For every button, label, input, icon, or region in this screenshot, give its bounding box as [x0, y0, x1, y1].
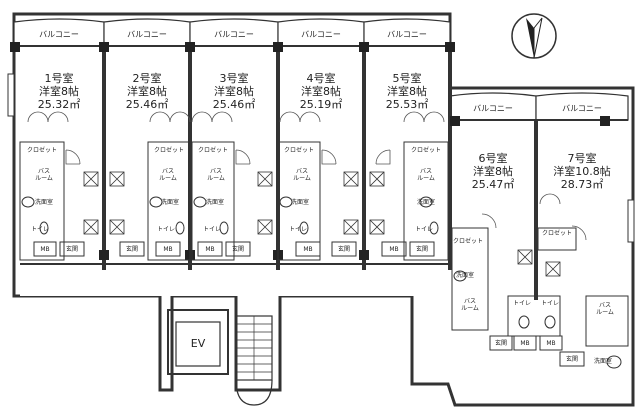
washroom-label-5: 洗面室 — [416, 199, 436, 206]
balcony-label-7: バルコニー — [562, 104, 602, 113]
mb-label-7: MB — [546, 340, 556, 347]
balcony-label-2: バルコニー — [127, 30, 167, 39]
bath-label-7: バスルーム — [596, 302, 614, 316]
closet-label-7: クロゼット — [541, 230, 573, 237]
elevator-stairs — [167, 309, 273, 406]
fixtures — [21, 196, 622, 369]
bath-label-4: バスルーム — [293, 168, 311, 182]
balcony-label-5: バルコニー — [387, 30, 427, 39]
washroom-label-3: 洗面室 — [205, 199, 225, 206]
mb-label-2: MB — [163, 246, 173, 253]
bath-label-1: バスルーム — [35, 168, 53, 182]
washroom-label-7: 洗面室 — [593, 358, 613, 365]
corridor — [20, 268, 420, 296]
bath-label-2: バスルーム — [159, 168, 177, 182]
closet-label-2: クロゼット — [153, 147, 185, 154]
bath-label-3: バスルーム — [207, 168, 225, 182]
bath-label-6: バスルーム — [461, 298, 479, 312]
toilet-label-4: トイレ — [288, 226, 308, 233]
balcony-strips — [13, 18, 629, 121]
balcony-label-3: バルコニー — [214, 30, 254, 39]
washroom-label-1: 洗面室 — [34, 199, 54, 206]
balcony-label-1: バルコニー — [39, 30, 79, 39]
toilet-label-3: トイレ — [202, 226, 222, 233]
mb-label-5: MB — [389, 246, 399, 253]
toilet-label-7: トイレ — [540, 300, 560, 307]
washroom-label-6: 洗面室 — [455, 272, 475, 279]
toilet-label-5: トイレ — [414, 226, 434, 233]
bath-label-5: バスルーム — [417, 168, 435, 182]
windows — [7, 73, 635, 243]
elevator-label: EV — [190, 337, 206, 350]
closet-label-4: クロゼット — [283, 147, 315, 154]
mb-label-4: MB — [303, 246, 313, 253]
mb-label-3: MB — [205, 246, 215, 253]
entrance-label-5: 玄関 — [415, 246, 429, 253]
balcony-label-6: バルコニー — [473, 104, 513, 113]
door-swings — [27, 111, 587, 241]
toilet-label-1: トイレ — [30, 226, 50, 233]
washroom-label-4: 洗面室 — [290, 199, 310, 206]
entrance-label-2: 玄関 — [125, 246, 139, 253]
entrance-label-3: 玄関 — [231, 246, 245, 253]
closet-label-1: クロゼット — [26, 147, 58, 154]
closet-label-3: クロゼット — [197, 147, 229, 154]
closet-label-5: クロゼット — [410, 147, 442, 154]
balcony-label-4: バルコニー — [301, 30, 341, 39]
closet-label-6: クロゼット — [452, 238, 484, 245]
toilet-label-2: トイレ — [156, 226, 176, 233]
entry-row — [33, 241, 585, 367]
pipe-shafts — [83, 171, 561, 277]
entrance-label-1: 玄関 — [65, 246, 79, 253]
entrance-label-7: 玄関 — [565, 356, 579, 363]
north-arrow-icon — [511, 13, 557, 59]
entrance-label-4: 玄関 — [337, 246, 351, 253]
mb-label-6: MB — [520, 340, 530, 347]
entrance-label-6: 玄関 — [494, 340, 508, 347]
washroom-label-2: 洗面室 — [160, 199, 180, 206]
mb-label-1: MB — [40, 246, 50, 253]
toilet-label-6: トイレ — [512, 300, 532, 307]
